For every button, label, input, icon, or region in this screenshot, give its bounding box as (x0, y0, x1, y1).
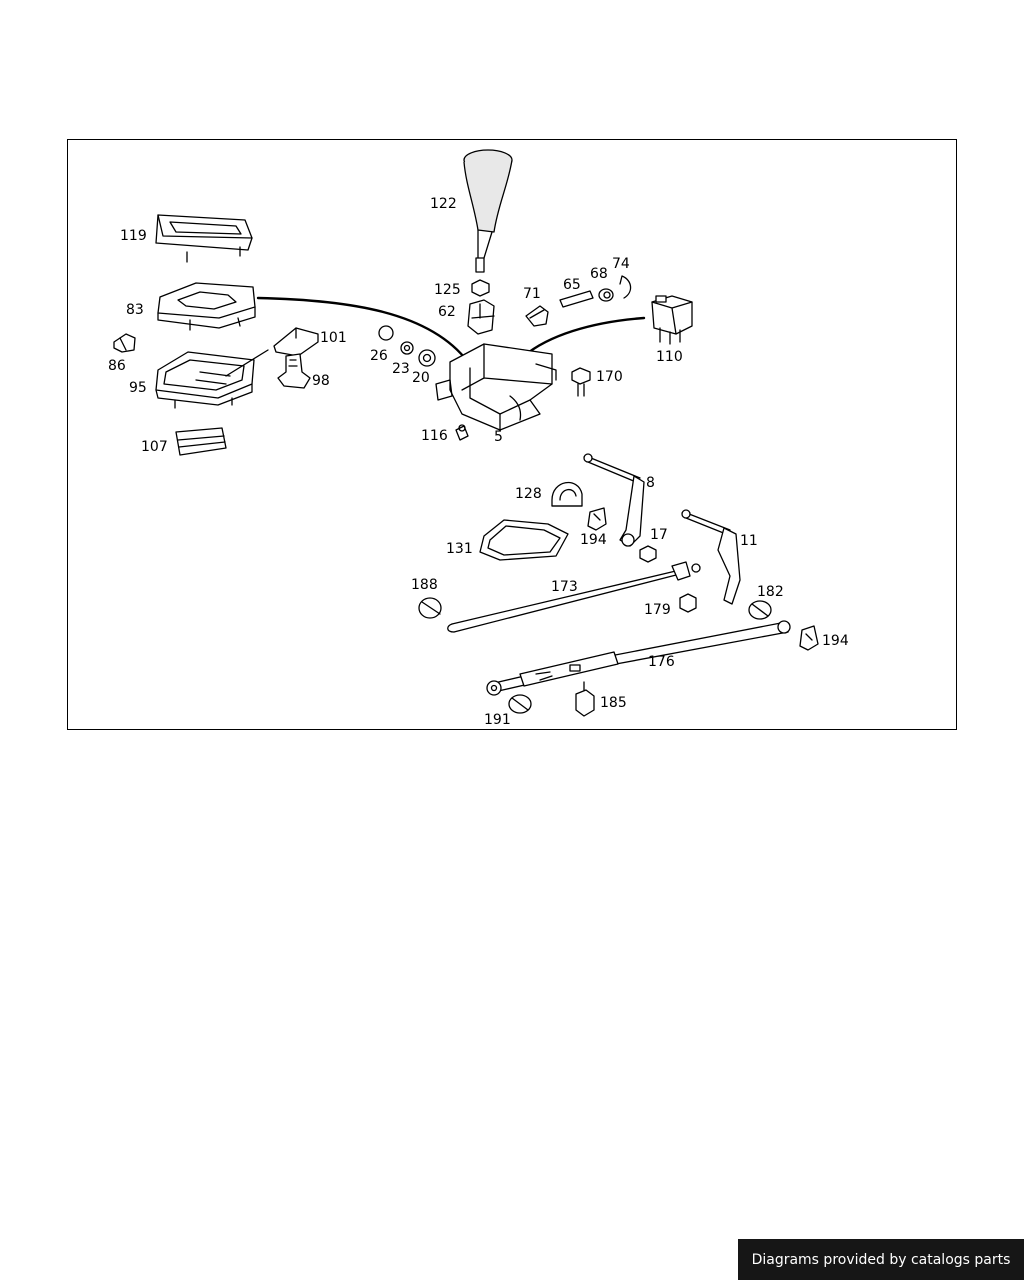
label-62: 62 (438, 304, 456, 320)
label-194-upper: 194 (580, 532, 607, 548)
part-11-lever[interactable] (681, 509, 741, 605)
label-17: 17 (650, 527, 668, 543)
part-86-clip[interactable] (113, 333, 136, 353)
label-128: 128 (515, 486, 542, 502)
label-26: 26 (370, 348, 388, 364)
part-5-shifter-housing[interactable] (435, 343, 557, 431)
label-83: 83 (126, 302, 144, 318)
leader-110 (522, 316, 646, 358)
part-173-rod[interactable] (447, 561, 701, 633)
leader-83 (256, 296, 470, 364)
part-194-clip-lower[interactable] (799, 625, 819, 651)
label-179: 179 (644, 602, 671, 618)
part-62[interactable] (467, 299, 495, 335)
part-119-trim-frame[interactable] (155, 214, 253, 263)
part-20[interactable] (418, 349, 436, 367)
label-185: 185 (600, 695, 627, 711)
part-194-clip-upper[interactable] (587, 507, 607, 531)
label-68: 68 (590, 266, 608, 282)
label-119: 119 (120, 228, 147, 244)
part-110-switch[interactable] (651, 295, 693, 345)
label-71: 71 (523, 286, 541, 302)
label-98: 98 (312, 373, 330, 389)
part-74-clip[interactable] (619, 275, 632, 299)
part-65-pin[interactable] (559, 290, 594, 308)
label-107: 107 (141, 439, 168, 455)
part-8-selector-lever[interactable] (583, 453, 645, 547)
part-128-cover[interactable] (551, 481, 583, 507)
part-83-cover-plate[interactable] (157, 282, 256, 331)
label-95: 95 (129, 380, 147, 396)
leader-95 (225, 349, 269, 377)
part-17-nut[interactable] (639, 545, 657, 563)
label-194-lower: 194 (822, 633, 849, 649)
part-170-bolt[interactable] (571, 367, 591, 397)
part-26-circlip[interactable] (378, 325, 394, 341)
label-131: 131 (446, 541, 473, 557)
label-125: 125 (434, 282, 461, 298)
label-5: 5 (494, 429, 503, 445)
label-65: 65 (563, 277, 581, 293)
part-131-gasket[interactable] (479, 519, 569, 561)
label-116: 116 (421, 428, 448, 444)
label-86: 86 (108, 358, 126, 374)
part-98[interactable] (277, 353, 311, 389)
label-173: 173 (551, 579, 578, 595)
label-11: 11 (740, 533, 758, 549)
part-179-nut[interactable] (679, 593, 697, 613)
part-176-rod-assembly[interactable] (486, 620, 791, 696)
part-107-boot[interactable] (175, 427, 227, 456)
part-188-bushing[interactable] (418, 597, 442, 619)
part-125-nut[interactable] (471, 279, 490, 297)
label-20: 20 (412, 370, 430, 386)
part-182-bushing[interactable] (748, 600, 772, 620)
label-23: 23 (392, 361, 410, 377)
label-176: 176 (648, 654, 675, 670)
label-101: 101 (320, 330, 347, 346)
label-110: 110 (656, 349, 683, 365)
part-191-bushing[interactable] (508, 694, 532, 714)
part-68-bushing[interactable] (598, 288, 614, 302)
label-182: 182 (757, 584, 784, 600)
label-74: 74 (612, 256, 630, 272)
part-23[interactable] (400, 341, 414, 355)
part-122-gear-knob[interactable] (463, 149, 513, 273)
label-188: 188 (411, 577, 438, 593)
label-8: 8 (646, 475, 655, 491)
label-122: 122 (430, 196, 457, 212)
label-170: 170 (596, 369, 623, 385)
part-71[interactable] (525, 305, 549, 327)
part-116[interactable] (455, 424, 469, 441)
part-185[interactable] (575, 681, 595, 717)
part-101[interactable] (273, 327, 319, 357)
label-191: 191 (484, 712, 511, 728)
part-95-insert-tray[interactable] (155, 351, 255, 409)
attribution-text: Diagrams provided by catalogs parts (751, 1251, 1011, 1268)
attribution-badge: Diagrams provided by catalogs parts (738, 1239, 1024, 1280)
